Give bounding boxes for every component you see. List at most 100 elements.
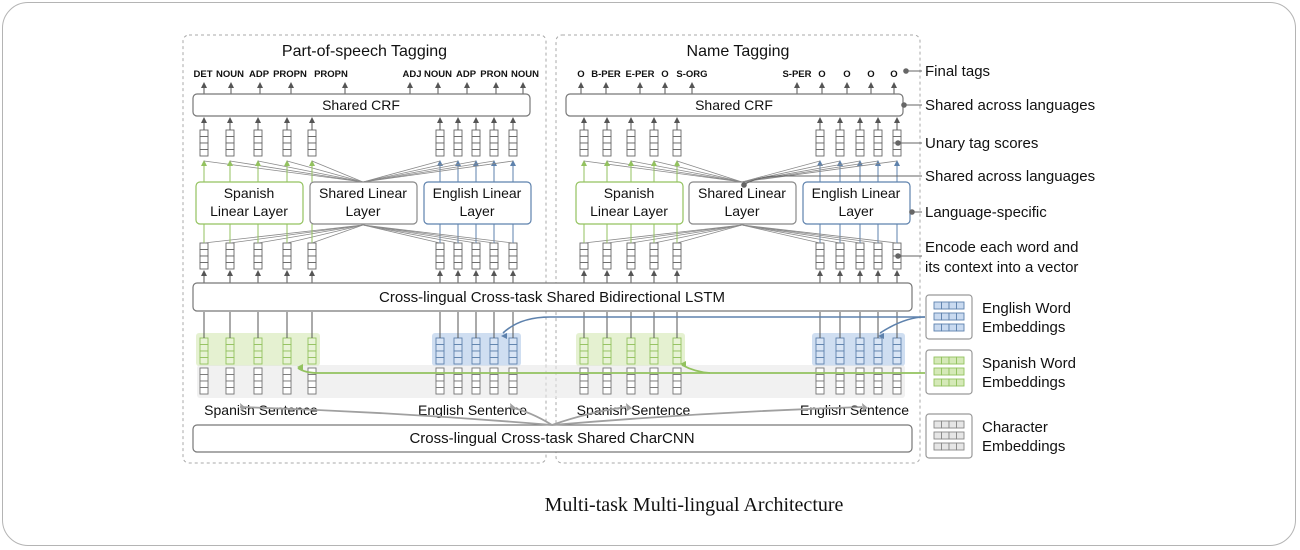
- arrow-head: [255, 117, 261, 123]
- vector-cell: [471, 357, 481, 365]
- vector-cell: [508, 136, 518, 144]
- vector-cell: [508, 242, 518, 250]
- vector-cell: [199, 387, 209, 395]
- vector-cell: [835, 357, 845, 365]
- arrow-head: [875, 160, 881, 166]
- character-embedding: [489, 367, 499, 395]
- spanish-linear-label: Linear Layer: [210, 203, 288, 219]
- arrow-head: [201, 117, 207, 123]
- arrow-head: [891, 82, 897, 88]
- spanish-linear-label: Spanish: [224, 185, 275, 201]
- spanish-embedding-arrow: [297, 367, 925, 374]
- vector-cell: [815, 129, 825, 137]
- vector-cell: [873, 380, 883, 388]
- spanish-linear-layer-box: [195, 181, 304, 225]
- arrow-head: [284, 117, 290, 123]
- shared-connection: [741, 160, 861, 183]
- vector-cell: [453, 344, 463, 352]
- shared-bilstm-label: Cross-lingual Cross-task Shared Bidirect…: [379, 289, 725, 306]
- character-embeddings-legend-label: Embeddings: [982, 438, 1065, 455]
- vector-cell: [835, 149, 845, 157]
- arrow-head: [674, 270, 680, 276]
- vector-cell: [282, 380, 292, 388]
- vector-cell: [453, 374, 463, 382]
- vector-cell: [282, 344, 292, 352]
- vector-cell: [453, 357, 463, 365]
- context-vector: [489, 242, 499, 270]
- vector-cell: [602, 129, 612, 137]
- vector-cell: [307, 129, 317, 137]
- english-sentence-label: English Sentence: [800, 402, 909, 418]
- vector-cell: [672, 242, 682, 250]
- vector-cell: [941, 420, 950, 429]
- vector-cell: [626, 242, 636, 250]
- final-tag: ADP: [249, 69, 270, 80]
- arrow-head: [857, 117, 863, 123]
- vector-cell: [282, 350, 292, 358]
- vector-cell: [199, 367, 209, 375]
- vector-cell: [225, 129, 235, 137]
- vector-cell: [672, 380, 682, 388]
- vector-cell: [672, 255, 682, 263]
- context-vector: [892, 242, 902, 270]
- arrow-head: [342, 82, 348, 88]
- arrow-head: [626, 403, 632, 411]
- vector-cell: [892, 380, 902, 388]
- arrow-head: [473, 160, 479, 166]
- vector-cell: [602, 374, 612, 382]
- arrow-head: [837, 270, 843, 276]
- final-tag: O: [867, 69, 874, 80]
- arrow-head: [455, 270, 461, 276]
- arrow-head: [875, 270, 881, 276]
- character-embedding: [649, 367, 659, 395]
- vector-cell: [453, 262, 463, 270]
- vector-cell: [307, 350, 317, 358]
- vector-cell: [253, 142, 263, 150]
- vector-cell: [225, 255, 235, 263]
- arrow-head: [491, 270, 497, 276]
- vector-cell: [253, 262, 263, 270]
- vector-cell: [941, 367, 950, 376]
- unary-score-vector: [579, 129, 589, 157]
- vector-cell: [815, 387, 825, 395]
- shared-charcnn-label: Cross-lingual Cross-task Shared CharCNN: [409, 430, 694, 447]
- unary-score-vector: [508, 129, 518, 157]
- vector-cell: [225, 242, 235, 250]
- english-embedding-arrow: [502, 316, 925, 334]
- vector-cell: [453, 242, 463, 250]
- vector-cell: [956, 442, 965, 451]
- vector-cell: [873, 136, 883, 144]
- character-embedding: [282, 367, 292, 395]
- vector-cell: [489, 149, 499, 157]
- english-embedding-arrow: [879, 316, 926, 334]
- vector-cell: [435, 249, 445, 257]
- shared-connection: [311, 160, 364, 183]
- vector-cell: [933, 442, 942, 451]
- arrow-head: [794, 82, 800, 88]
- vector-cell: [602, 136, 612, 144]
- vector-cell: [948, 312, 957, 321]
- vector-cell: [933, 356, 942, 365]
- shared-connection: [630, 160, 743, 183]
- character-embedding: [835, 367, 845, 395]
- shared-connection: [741, 224, 821, 244]
- arrow-head: [510, 160, 516, 166]
- vector-cell: [225, 367, 235, 375]
- arrow-head: [817, 160, 823, 166]
- vector-cell: [941, 378, 950, 387]
- vector-cell: [471, 380, 481, 388]
- vector-cell: [453, 249, 463, 257]
- vector-cell: [602, 344, 612, 352]
- unary-score-vector: [199, 129, 209, 157]
- vector-cell: [815, 337, 825, 345]
- vector-cell: [649, 387, 659, 395]
- spanish-word-embedding: [225, 337, 235, 365]
- vector-cell: [948, 356, 957, 365]
- vector-cell: [873, 337, 883, 345]
- vector-cell: [626, 374, 636, 382]
- vector-cell: [672, 374, 682, 382]
- vector-cell: [579, 249, 589, 257]
- vector-cell: [199, 149, 209, 157]
- arrow-head: [674, 117, 680, 123]
- vector-cell: [815, 350, 825, 358]
